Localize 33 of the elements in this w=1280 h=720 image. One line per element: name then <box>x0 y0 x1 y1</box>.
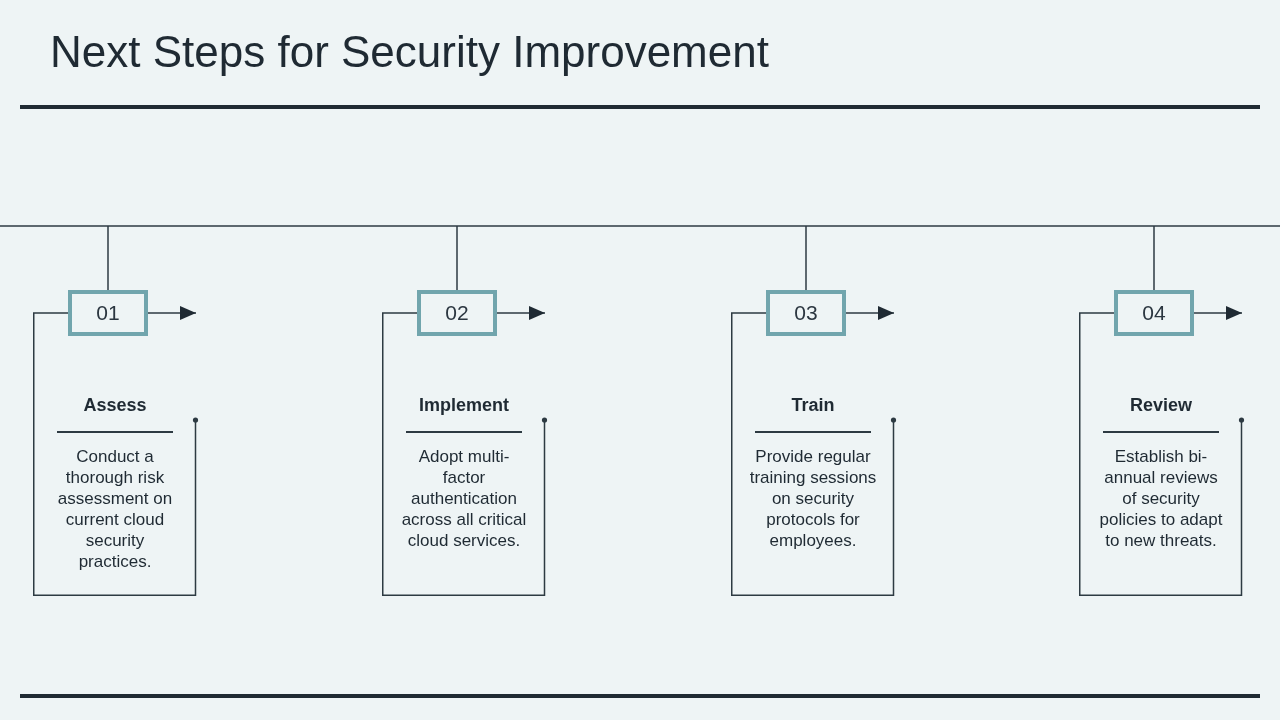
step-number: 04 <box>1142 301 1166 325</box>
slide-title: Next Steps for Security Improvement <box>50 26 769 78</box>
step-description: Conduct a thorough risk assessment on current cloud security practices. <box>56 445 174 572</box>
number-box <box>417 290 497 336</box>
connector-line <box>382 312 418 379</box>
step-card <box>382 378 548 596</box>
connector-line <box>456 225 458 291</box>
step-number: 01 <box>96 301 120 325</box>
step-description: Provide regular training sessions on security protocols for employees. <box>748 445 878 551</box>
connector-line <box>33 312 69 379</box>
step-heading: Review <box>1129 394 1192 416</box>
arrow <box>147 306 197 320</box>
connector-line <box>731 312 767 379</box>
step-heading: Implement <box>419 394 509 416</box>
arrow <box>496 306 546 320</box>
connector-line <box>107 225 109 291</box>
step-number: 02 <box>445 301 469 325</box>
arrow <box>1193 306 1243 320</box>
step-description: Establish bi-annual reviews of security policies to adapt to new threats. <box>1098 445 1224 551</box>
step-description: Adopt multi-factor authentication across all critical cloud services. <box>400 445 528 551</box>
number-box <box>1114 290 1194 336</box>
step-card <box>33 378 199 596</box>
step-card <box>1079 378 1245 596</box>
connector-line <box>1153 225 1155 291</box>
step-heading: Assess <box>83 394 147 416</box>
step-number: 03 <box>794 301 818 325</box>
arrow <box>845 306 895 320</box>
step-card <box>731 378 897 596</box>
step-heading: Train <box>791 394 835 416</box>
connector-line <box>805 225 807 291</box>
connector-line <box>1079 312 1115 379</box>
number-box <box>766 290 846 336</box>
number-box <box>68 290 148 336</box>
